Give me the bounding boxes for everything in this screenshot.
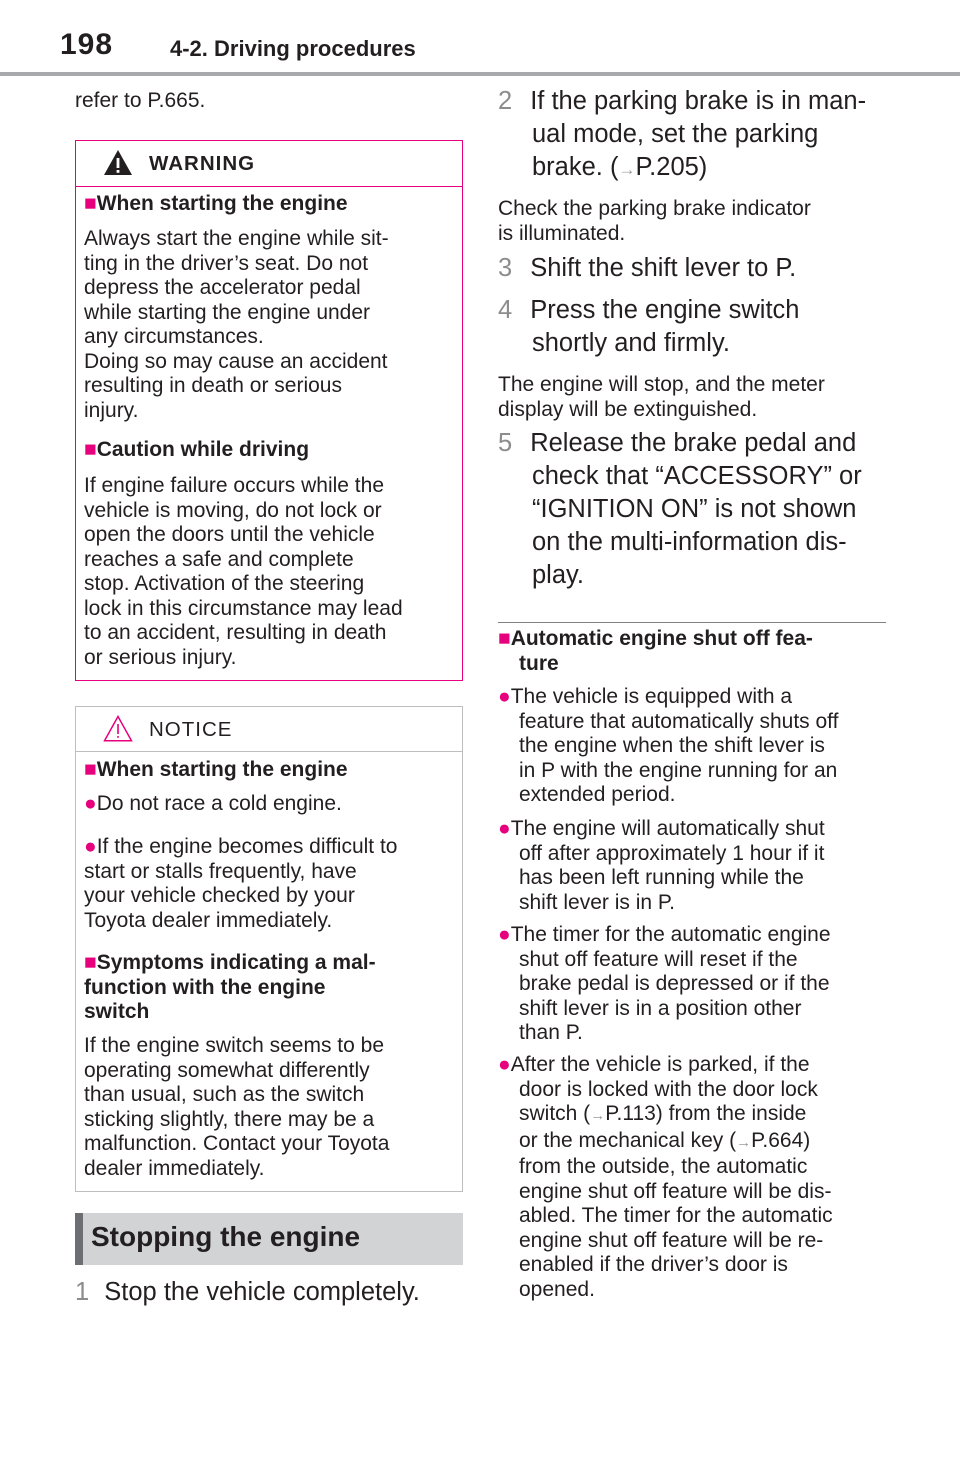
warning-header: WARNING bbox=[76, 141, 462, 187]
auto-shutoff-bullet-3: ●The timer for the automatic engine shut… bbox=[498, 923, 831, 1044]
step-1: 1 Stop the vehicle completely. bbox=[75, 1276, 420, 1309]
step-2-number: 2 bbox=[498, 87, 513, 115]
section-title: Stopping the engine bbox=[91, 1221, 361, 1252]
auto-shutoff-bullet-4: ●After the vehicle is parked, if the doo… bbox=[498, 1053, 833, 1301]
step-3-number: 3 bbox=[498, 254, 513, 282]
auto-shutoff-bullet-2: ●The engine will automatically shut off … bbox=[498, 817, 825, 914]
notice-bullet-1: ●Do not race a cold engine. bbox=[84, 792, 342, 815]
notice-title: NOTICE bbox=[149, 718, 233, 741]
notice-triangle-icon bbox=[103, 715, 133, 742]
notice-header: NOTICE bbox=[76, 707, 462, 752]
warning-title: WARNING bbox=[149, 152, 256, 175]
warning-heading-starting: ■When starting the engine bbox=[84, 192, 348, 215]
arrow-icon: → bbox=[736, 1133, 752, 1151]
section-header: 4-2. Driving procedures bbox=[170, 36, 416, 61]
auto-shutoff-bullet-1: ●The vehicle is equipped with a feature … bbox=[498, 685, 839, 806]
notice-heading-starting: ■When starting the engine bbox=[84, 758, 348, 781]
arrow-icon: → bbox=[618, 160, 636, 179]
section-title-bar: Stopping the engine bbox=[75, 1213, 463, 1265]
warning-box: WARNING ■When starting the engine Always… bbox=[75, 140, 463, 681]
page-number: 198 bbox=[60, 28, 114, 61]
notice-box: NOTICE ■When starting the engine ●Do not… bbox=[75, 706, 463, 1192]
header-rule bbox=[0, 72, 960, 76]
step-1-text: Stop the vehicle completely. bbox=[104, 1278, 420, 1306]
section-bar-edge bbox=[75, 1213, 83, 1265]
notice-heading-symptoms: ■Symptoms indicating a mal- function wit… bbox=[84, 951, 376, 1023]
intro-text: refer to P.665. bbox=[75, 89, 206, 112]
arrow-icon: → bbox=[590, 1107, 606, 1124]
warning-paragraph-1: Always start the engine while sit-ting i… bbox=[84, 227, 389, 422]
warning-triangle-icon bbox=[104, 150, 132, 175]
auto-shutoff-heading: ■Automatic engine shut off fea- ture bbox=[498, 627, 813, 675]
step-5-number: 5 bbox=[498, 429, 513, 457]
warning-heading-caution: ■Caution while driving bbox=[84, 438, 310, 461]
notice-bullet-2: ●If the engine becomes difficult to star… bbox=[84, 835, 398, 932]
step-4-number: 4 bbox=[498, 296, 513, 324]
step-1-number: 1 bbox=[75, 1278, 90, 1306]
divider-rule bbox=[498, 622, 886, 623]
